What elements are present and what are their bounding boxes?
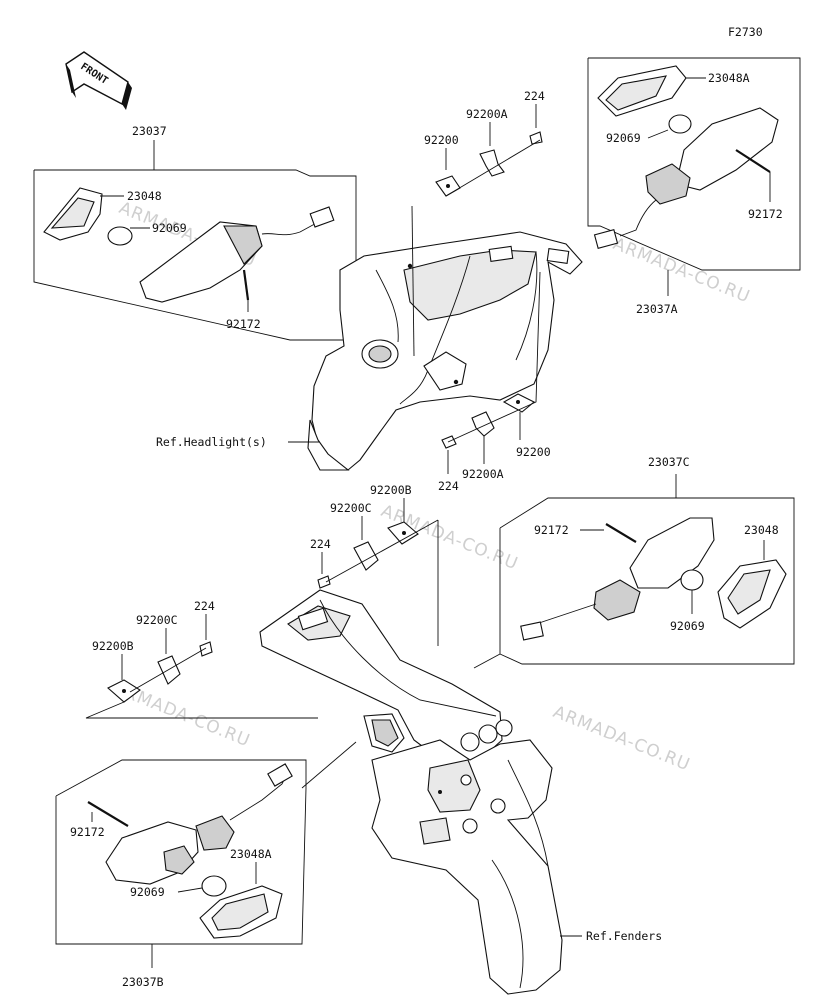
watermark: ARMADA-CO.RU — [610, 234, 753, 307]
housing-front-left — [139, 221, 263, 303]
housing-rear-right — [629, 517, 715, 589]
figure-code: F2730 — [728, 25, 763, 39]
cowl-bottom-mount-hardware: 92200 92200A 224 — [438, 271, 551, 493]
front-left-turn-signal-assembly: 23037 23048 92069 92172 — [33, 124, 357, 341]
rear-right-turn-signal-assembly: 23037C 92172 23048 92069 — [499, 455, 795, 665]
label-92200-top: 92200 — [424, 133, 459, 147]
front-cowl — [307, 231, 583, 471]
label-92172-fr: 92172 — [748, 207, 783, 221]
label-224-bottom: 224 — [438, 479, 459, 493]
label-23048A-fr: 23048A — [708, 71, 750, 85]
label-92200-bottom: 92200 — [516, 445, 551, 459]
label-224-top: 224 — [524, 89, 545, 103]
housing-front-right — [675, 107, 779, 191]
label-23037C: 23037C — [648, 455, 690, 469]
label-92069-fr: 92069 — [606, 131, 641, 145]
connector-front-left — [309, 206, 335, 228]
connector-front-right — [593, 228, 619, 250]
label-92172-rr: 92172 — [534, 523, 569, 537]
ref-headlight: Ref.Headlight(s) — [156, 435, 267, 449]
tail-unit-and-fender — [259, 589, 563, 995]
label-92069-fl: 92069 — [152, 221, 187, 235]
label-92069-rr: 92069 — [670, 619, 705, 633]
label-23048-fl: 23048 — [127, 189, 162, 203]
rear-upper-mount-hardware: 92200B 92200C 224 — [310, 483, 439, 646]
label-92200A-bottom: 92200A — [462, 467, 504, 481]
label-92069-rl: 92069 — [130, 885, 165, 899]
label-23037A: 23037A — [636, 302, 678, 316]
connector-rear-left — [267, 763, 293, 787]
label-92172-fl: 92172 — [226, 317, 261, 331]
front-direction-arrow: FRONT — [65, 51, 132, 110]
label-92200A-top: 92200A — [466, 107, 508, 121]
bulb-92069-rear-right — [680, 569, 704, 591]
label-23037: 23037 — [132, 124, 167, 138]
ref-fenders: Ref.Fenders — [586, 929, 662, 943]
label-23048A-rl: 23048A — [230, 847, 272, 861]
label-23048-rr: 23048 — [744, 523, 779, 537]
label-92200C-lower: 92200C — [136, 613, 178, 627]
rear-left-turn-signal-assembly: 23037B 92172 23048A 92069 — [55, 759, 307, 989]
rear-lower-mount-hardware: 92200C 224 92200B — [85, 599, 318, 719]
label-92200B-upper: 92200B — [370, 483, 412, 497]
label-92172-rl: 92172 — [70, 825, 105, 839]
label-92200C-upper: 92200C — [330, 501, 372, 515]
front-right-turn-signal-assembly: 23037A 23048A 92069 92172 — [587, 57, 801, 316]
bulb-92069-front-right — [668, 114, 692, 134]
label-23037B: 23037B — [122, 975, 164, 989]
bulb-92069-front-left — [107, 226, 133, 246]
connector-rear-right — [520, 621, 544, 641]
label-224-lower: 224 — [194, 599, 215, 613]
bulb-92069-rear-left — [201, 875, 227, 897]
watermark: ARMADA-CO.RU — [550, 702, 693, 775]
label-92200B-lower: 92200B — [92, 639, 134, 653]
label-224-upper: 224 — [310, 537, 331, 551]
cowl-top-mount-hardware: 92200 92200A 224 — [411, 89, 545, 357]
